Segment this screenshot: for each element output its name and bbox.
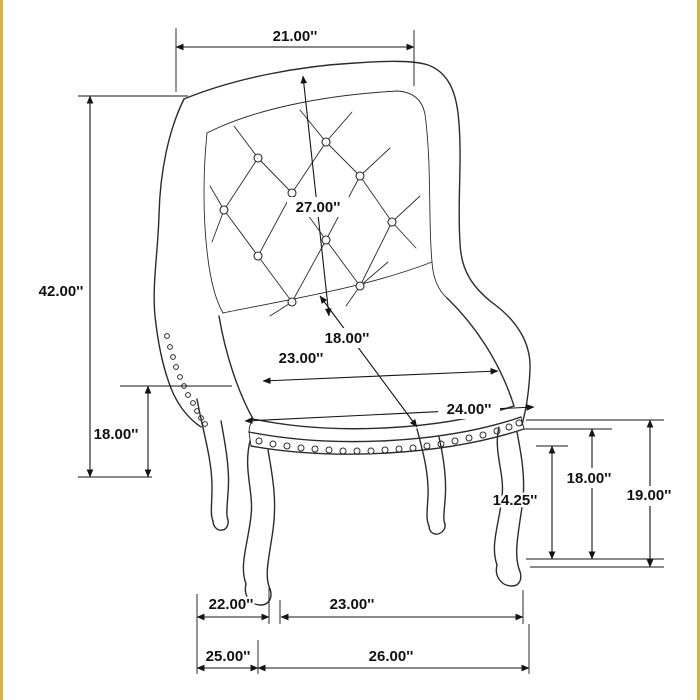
dimension-annotations: 21.00'' 42.00'' 27.00'' 18.00'' 23.00'': [36, 26, 680, 674]
left-wing-outline: [153, 98, 202, 428]
dimension-overall-height: 42.00'': [36, 95, 188, 478]
dimension-seat-depth: 18.00'': [316, 295, 418, 428]
dimension-bottom-left-outer-span: 25.00'': [196, 646, 259, 672]
dim-label-top-width: 21.00'': [273, 28, 318, 45]
dim-label-seat-height: 18.00'': [94, 426, 139, 443]
dim-label-bottom-left-outer-span: 25.00'': [206, 648, 251, 665]
dimension-top-width: 21.00'': [175, 26, 415, 92]
back-right-leg: [416, 428, 447, 535]
dim-label-overall-height: 42.00'': [39, 283, 84, 300]
dim-label-base-depth-span: 26.00'': [369, 648, 414, 665]
dim-label-front-leg-height: 14.25'': [493, 492, 538, 509]
dimension-right-height-19: 19.00'': [526, 419, 680, 568]
dimension-seat-height: 18.00'': [91, 385, 232, 478]
tufting-lattice: [209, 109, 421, 317]
front-right-leg: [493, 426, 525, 587]
dim-label-right-height-19: 19.00'': [627, 487, 672, 504]
dim-label-bottom-left-span: 22.00'': [209, 596, 254, 613]
dimension-back-height: 27.00'': [287, 75, 349, 317]
dim-label-overall-width: 24.00'': [447, 401, 492, 418]
back-left-leg: [196, 398, 230, 531]
dimension-front-leg-height: 14.25'': [490, 445, 664, 560]
dim-label-seat-depth: 18.00'': [325, 330, 370, 347]
dimension-front-feet-span: 23.00'': [280, 594, 524, 621]
left-arm-nailheads: [164, 333, 208, 427]
dim-label-back-height: 27.00'': [296, 199, 341, 216]
dim-label-seat-width: 23.00'': [279, 350, 324, 367]
dimension-bottom-left-span: 22.00'': [196, 594, 270, 621]
front-left-leg: [242, 440, 276, 606]
chair-back-outline: [183, 60, 531, 426]
tufting-buttons: [219, 137, 397, 307]
right-edge-accent: [697, 0, 700, 700]
dimension-base-depth-span: 26.00'': [257, 646, 530, 672]
dim-label-right-height-18: 18.00'': [567, 470, 612, 487]
dimension-overall-width: 24.00'': [244, 399, 535, 424]
dim-label-front-feet-span: 23.00'': [330, 596, 375, 613]
dimension-right-height-18: 18.00'': [524, 428, 619, 560]
left-edge-accent: [0, 0, 3, 700]
dimension-seat-width: 23.00'': [262, 348, 499, 385]
